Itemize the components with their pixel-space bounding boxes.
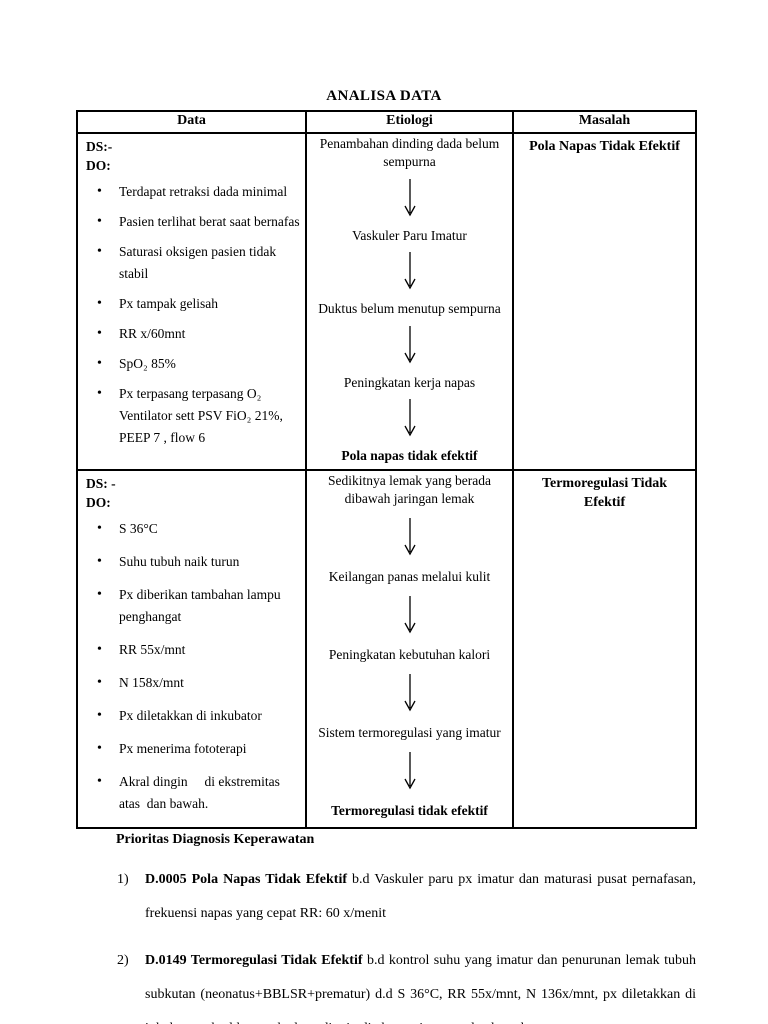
table-row: DS:- DO: Terdapat retraksi dada minimal … — [76, 132, 697, 471]
diagnosis-code: D.0005 Pola Napas Tidak Efektif — [145, 872, 348, 887]
problem-label: Termoregulasi Tidak Efektif — [541, 476, 668, 510]
etiology-flow: Sedikitnya lemak yang berada dibawah jar… — [311, 472, 508, 820]
diagnosis-code: D.0149 Termoregulasi Tidak Efektif — [145, 953, 363, 968]
diagnosis-description: b.d Vaskuler paru px imatur dan maturasi… — [145, 872, 697, 921]
down-arrow-icon — [403, 252, 416, 290]
down-arrow-icon — [403, 674, 416, 712]
problem-label: Pola Napas Tidak Efektif — [529, 139, 680, 154]
down-arrow-icon — [403, 752, 416, 790]
etiologi-cell-row1: Penambahan dinding dada belum sempurna V… — [305, 132, 514, 471]
masalah-cell-row2: Termoregulasi Tidak Efektif — [512, 469, 697, 829]
do-label: DO: — [86, 495, 111, 510]
data-bullet-list: S 36°C Suhu tubuh naik turun Px diberika… — [82, 518, 301, 815]
priority-section: Prioritas Diagnosis Keperawatan 1) D.000… — [76, 830, 696, 1024]
list-item: Akral dingin di ekstremitas atas dan baw… — [82, 771, 301, 815]
list-item: Px tampak gelisah — [82, 293, 301, 315]
item-number: 2) — [117, 953, 129, 968]
masalah-cell-row1: Pola Napas Tidak Efektif — [512, 132, 697, 471]
ds-label: DS:- — [86, 139, 113, 154]
page-title: ANALISA DATA — [326, 88, 442, 104]
etiologi-cell-row2: Sedikitnya lemak yang berada dibawah jar… — [305, 469, 514, 829]
column-header-masalah: Masalah — [512, 110, 697, 134]
priority-item: 2) D.0149 Termoregulasi Tidak Efektif b.… — [76, 944, 696, 1024]
ds-do-block: DS: - DO: — [82, 474, 301, 512]
down-arrow-icon — [403, 518, 416, 556]
list-item: Px diletakkan di inkubator — [82, 705, 301, 727]
analisa-data-table: Data Etiologi Masalah DS:- DO: Terdapat … — [76, 110, 697, 829]
diagnosis-text: D.0149 Termoregulasi Tidak Efektif b.d k… — [145, 944, 696, 1024]
down-arrow-icon — [403, 325, 416, 364]
down-arrow-icon — [403, 178, 416, 217]
etiology-step: Peningkatan kebutuhan kalori — [328, 647, 491, 662]
data-cell-row2: DS: - DO: S 36°C Suhu tubuh naik turun P… — [76, 469, 307, 829]
etiology-step: Duktus belum menutup sempurna — [318, 301, 501, 316]
do-label: DO: — [86, 158, 111, 173]
ds-label: DS: - — [86, 476, 116, 491]
list-item: Pasien terlihat berat saat bernafas — [82, 211, 301, 233]
list-item: Px diberikan tambahan lampu penghangat — [82, 584, 301, 628]
list-item: RR x/60mnt — [82, 323, 301, 345]
data-bullet-list: Terdapat retraksi dada minimal Pasien te… — [82, 181, 301, 449]
list-item: Px menerima fototerapi — [82, 738, 301, 760]
list-item: Terdapat retraksi dada minimal — [82, 181, 301, 203]
priority-heading: Prioritas Diagnosis Keperawatan — [116, 832, 315, 847]
list-item: SpO₂ 85% — [82, 353, 301, 375]
diagnosis-text: D.0005 Pola Napas Tidak Efektif b.d Vask… — [145, 863, 696, 931]
etiology-flow: Penambahan dinding dada belum sempurna V… — [311, 135, 508, 465]
etiology-conclusion: Termoregulasi tidak efektif — [331, 803, 488, 818]
table-header-row: Data Etiologi Masalah — [76, 110, 697, 134]
list-item: Saturasi oksigen pasien tidak stabil — [82, 241, 301, 285]
column-header-etiologi: Etiologi — [305, 110, 514, 134]
down-arrow-icon — [403, 399, 416, 437]
priority-item: 1) D.0005 Pola Napas Tidak Efektif b.d V… — [76, 863, 696, 931]
down-arrow-icon — [403, 596, 416, 634]
table-row: DS: - DO: S 36°C Suhu tubuh naik turun P… — [76, 469, 697, 829]
etiology-step: Vaskuler Paru Imatur — [352, 227, 467, 243]
list-item: N 158x/mnt — [82, 672, 301, 694]
etiology-step: Sedikitnya lemak yang berada dibawah jar… — [327, 473, 492, 506]
ds-do-block: DS:- DO: — [82, 137, 301, 175]
list-item: Suhu tubuh naik turun — [82, 551, 301, 573]
item-number: 1) — [117, 872, 129, 887]
etiology-step: Penambahan dinding dada belum sempurna — [319, 136, 500, 169]
etiology-step: Peningkatan kerja napas — [343, 374, 476, 390]
etiology-conclusion: Pola napas tidak efektif — [341, 448, 478, 463]
etiology-step: Sistem termoregulasi yang imatur — [318, 725, 501, 740]
list-item: Px terpasang terpasang O₂ Ventilator set… — [82, 383, 301, 449]
column-header-data: Data — [76, 110, 307, 134]
etiology-step: Keilangan panas melalui kulit — [328, 569, 491, 584]
data-cell-row1: DS:- DO: Terdapat retraksi dada minimal … — [76, 132, 307, 471]
diagnosis-description: b.d kontrol suhu yang imatur dan penurun… — [145, 953, 696, 1024]
list-item: RR 55x/mnt — [82, 639, 301, 661]
list-item: S 36°C — [82, 518, 301, 540]
